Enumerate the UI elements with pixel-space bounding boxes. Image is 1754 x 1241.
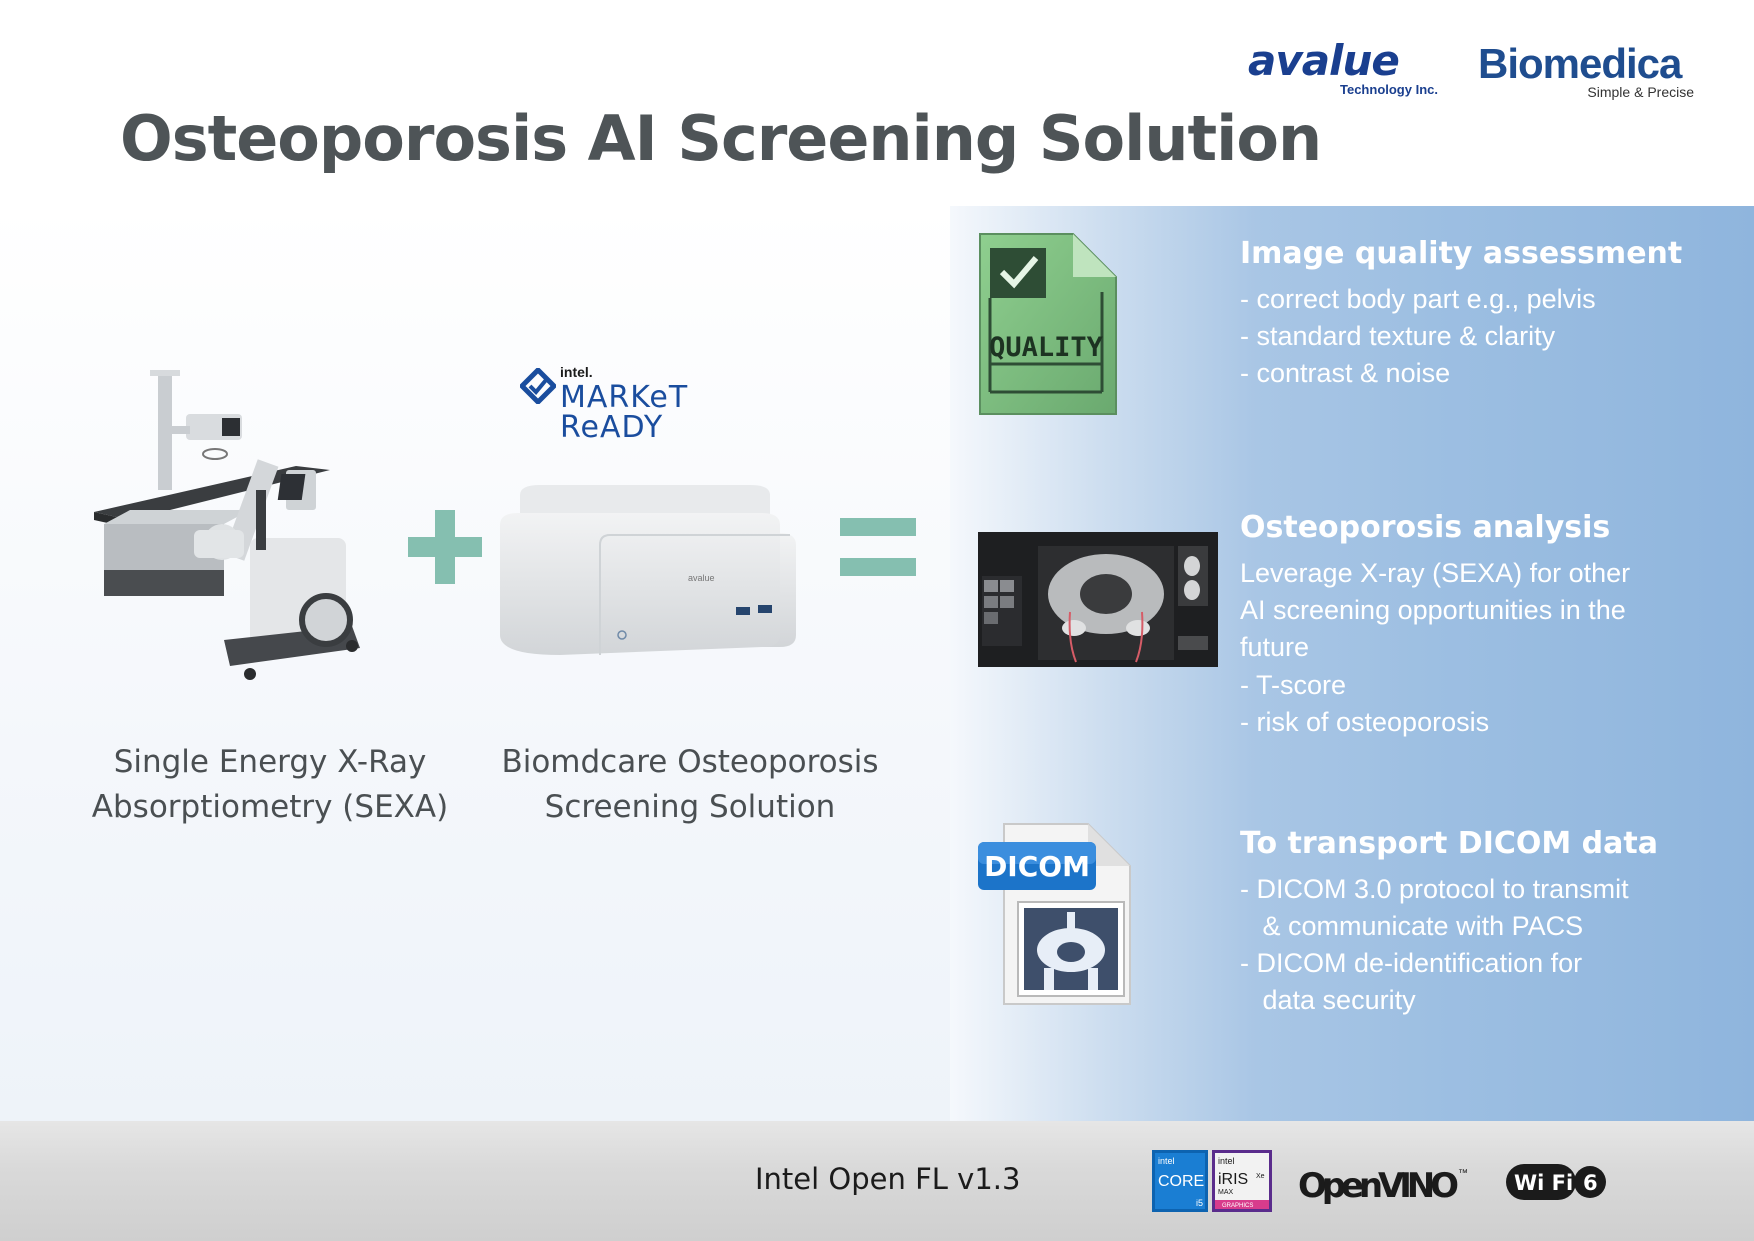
- left-background: [0, 206, 960, 1121]
- intel-iris-label: iRIS: [1218, 1171, 1248, 1188]
- intel-wordmark: intel.: [560, 364, 593, 380]
- openvino-wordmark: OpenVINO: [1298, 1166, 1458, 1206]
- page-title: Osteoporosis AI Screening Solution: [120, 102, 1322, 175]
- section-title-image-quality: Image quality assessment: [1240, 236, 1683, 271]
- section-line: - risk of osteoporosis: [1240, 707, 1490, 737]
- solution-caption: Biomdcare Osteoporosis Screening Solutio…: [490, 740, 890, 830]
- section-line: AI screening opportunities in the: [1240, 595, 1626, 625]
- openvino-logo: OpenVINO ™: [1298, 1166, 1468, 1206]
- intel-market-ready-badge: intel. MARKeT ReADY: [520, 362, 720, 452]
- section-line: - T-score: [1240, 670, 1347, 700]
- quality-label: QUALITY: [989, 332, 1104, 363]
- intel-iris-sub: Xe: [1256, 1173, 1265, 1180]
- solution-caption-line1: Biomdcare Osteoporosis: [501, 744, 879, 780]
- section-line: data security: [1240, 985, 1416, 1015]
- wifi6-logo: Wi Fi 6: [1506, 1164, 1606, 1200]
- biomedica-tagline: Simple & Precise: [1587, 84, 1694, 100]
- plus-icon: [408, 510, 482, 584]
- solution-caption-line2: Screening Solution: [544, 789, 836, 825]
- biomedica-brand: Biomedica: [1478, 40, 1682, 87]
- xray-machine-image: [94, 370, 360, 680]
- openvino-trademark: ™: [1458, 1168, 1468, 1179]
- device-brand-mark: avalue: [688, 573, 715, 583]
- intel-core-iris-badge: intel CORE i5 intel iRIS Xe MAX GRAPHICS: [1152, 1150, 1272, 1212]
- footer-bar: [0, 1121, 1754, 1241]
- section-line: - DICOM de-identification for: [1240, 948, 1583, 978]
- section-line: & communicate with PACS: [1240, 911, 1584, 941]
- intel-core-label: CORE: [1158, 1173, 1204, 1190]
- intel-iris-max: MAX: [1218, 1189, 1234, 1196]
- wifi-label: Wi Fi: [1514, 1171, 1573, 1195]
- intel-core-brand: intel: [1158, 1156, 1175, 1166]
- section-line: Leverage X-ray (SEXA) for other: [1240, 558, 1631, 588]
- market-ready-line1: MARKeT: [560, 380, 689, 415]
- section-title-dicom-transport: To transport DICOM data: [1240, 826, 1658, 861]
- biomedica-logo: Biomedica Simple & Precise: [1478, 40, 1698, 102]
- equals-icon: [840, 518, 916, 576]
- section-title-osteoporosis-analysis: Osteoporosis analysis: [1240, 510, 1611, 545]
- sexa-caption: Single Energy X-Ray Absorptiometry (SEXA…: [80, 740, 460, 830]
- avalue-brand: avalue: [1248, 36, 1400, 85]
- section-line: - DICOM 3.0 protocol to transmit: [1240, 874, 1629, 904]
- sexa-caption-line2: Absorptiometry (SEXA): [91, 789, 449, 825]
- intel-iris-brand: intel: [1218, 1156, 1235, 1166]
- avalue-logo: avalue Technology Inc.: [1248, 36, 1438, 102]
- section-line: - standard texture & clarity: [1240, 321, 1556, 351]
- intel-core-tier: i5: [1196, 1198, 1203, 1208]
- sexa-caption-line1: Single Energy X-Ray: [113, 744, 427, 780]
- quality-document-icon: QUALITY: [979, 233, 1117, 415]
- intel-iris-graphics: GRAPHICS: [1222, 1203, 1253, 1209]
- market-ready-mark-icon: [520, 368, 556, 404]
- screening-device-image: avalue: [500, 485, 796, 655]
- section-line: - correct body part e.g., pelvis: [1240, 284, 1596, 314]
- dicom-label: DICOM: [984, 850, 1090, 883]
- section-line: - contrast & noise: [1240, 358, 1451, 388]
- dicom-file-icon: DICOM: [978, 823, 1131, 1005]
- section-line: future: [1240, 632, 1310, 662]
- avalue-subtitle: Technology Inc.: [1340, 82, 1438, 97]
- xray-viewer-screenshot-icon: [978, 532, 1218, 667]
- market-ready-line2: ReADY: [560, 410, 664, 445]
- wifi-generation: 6: [1583, 1171, 1598, 1195]
- footer-text: Intel Open FL v1.3: [755, 1162, 1021, 1196]
